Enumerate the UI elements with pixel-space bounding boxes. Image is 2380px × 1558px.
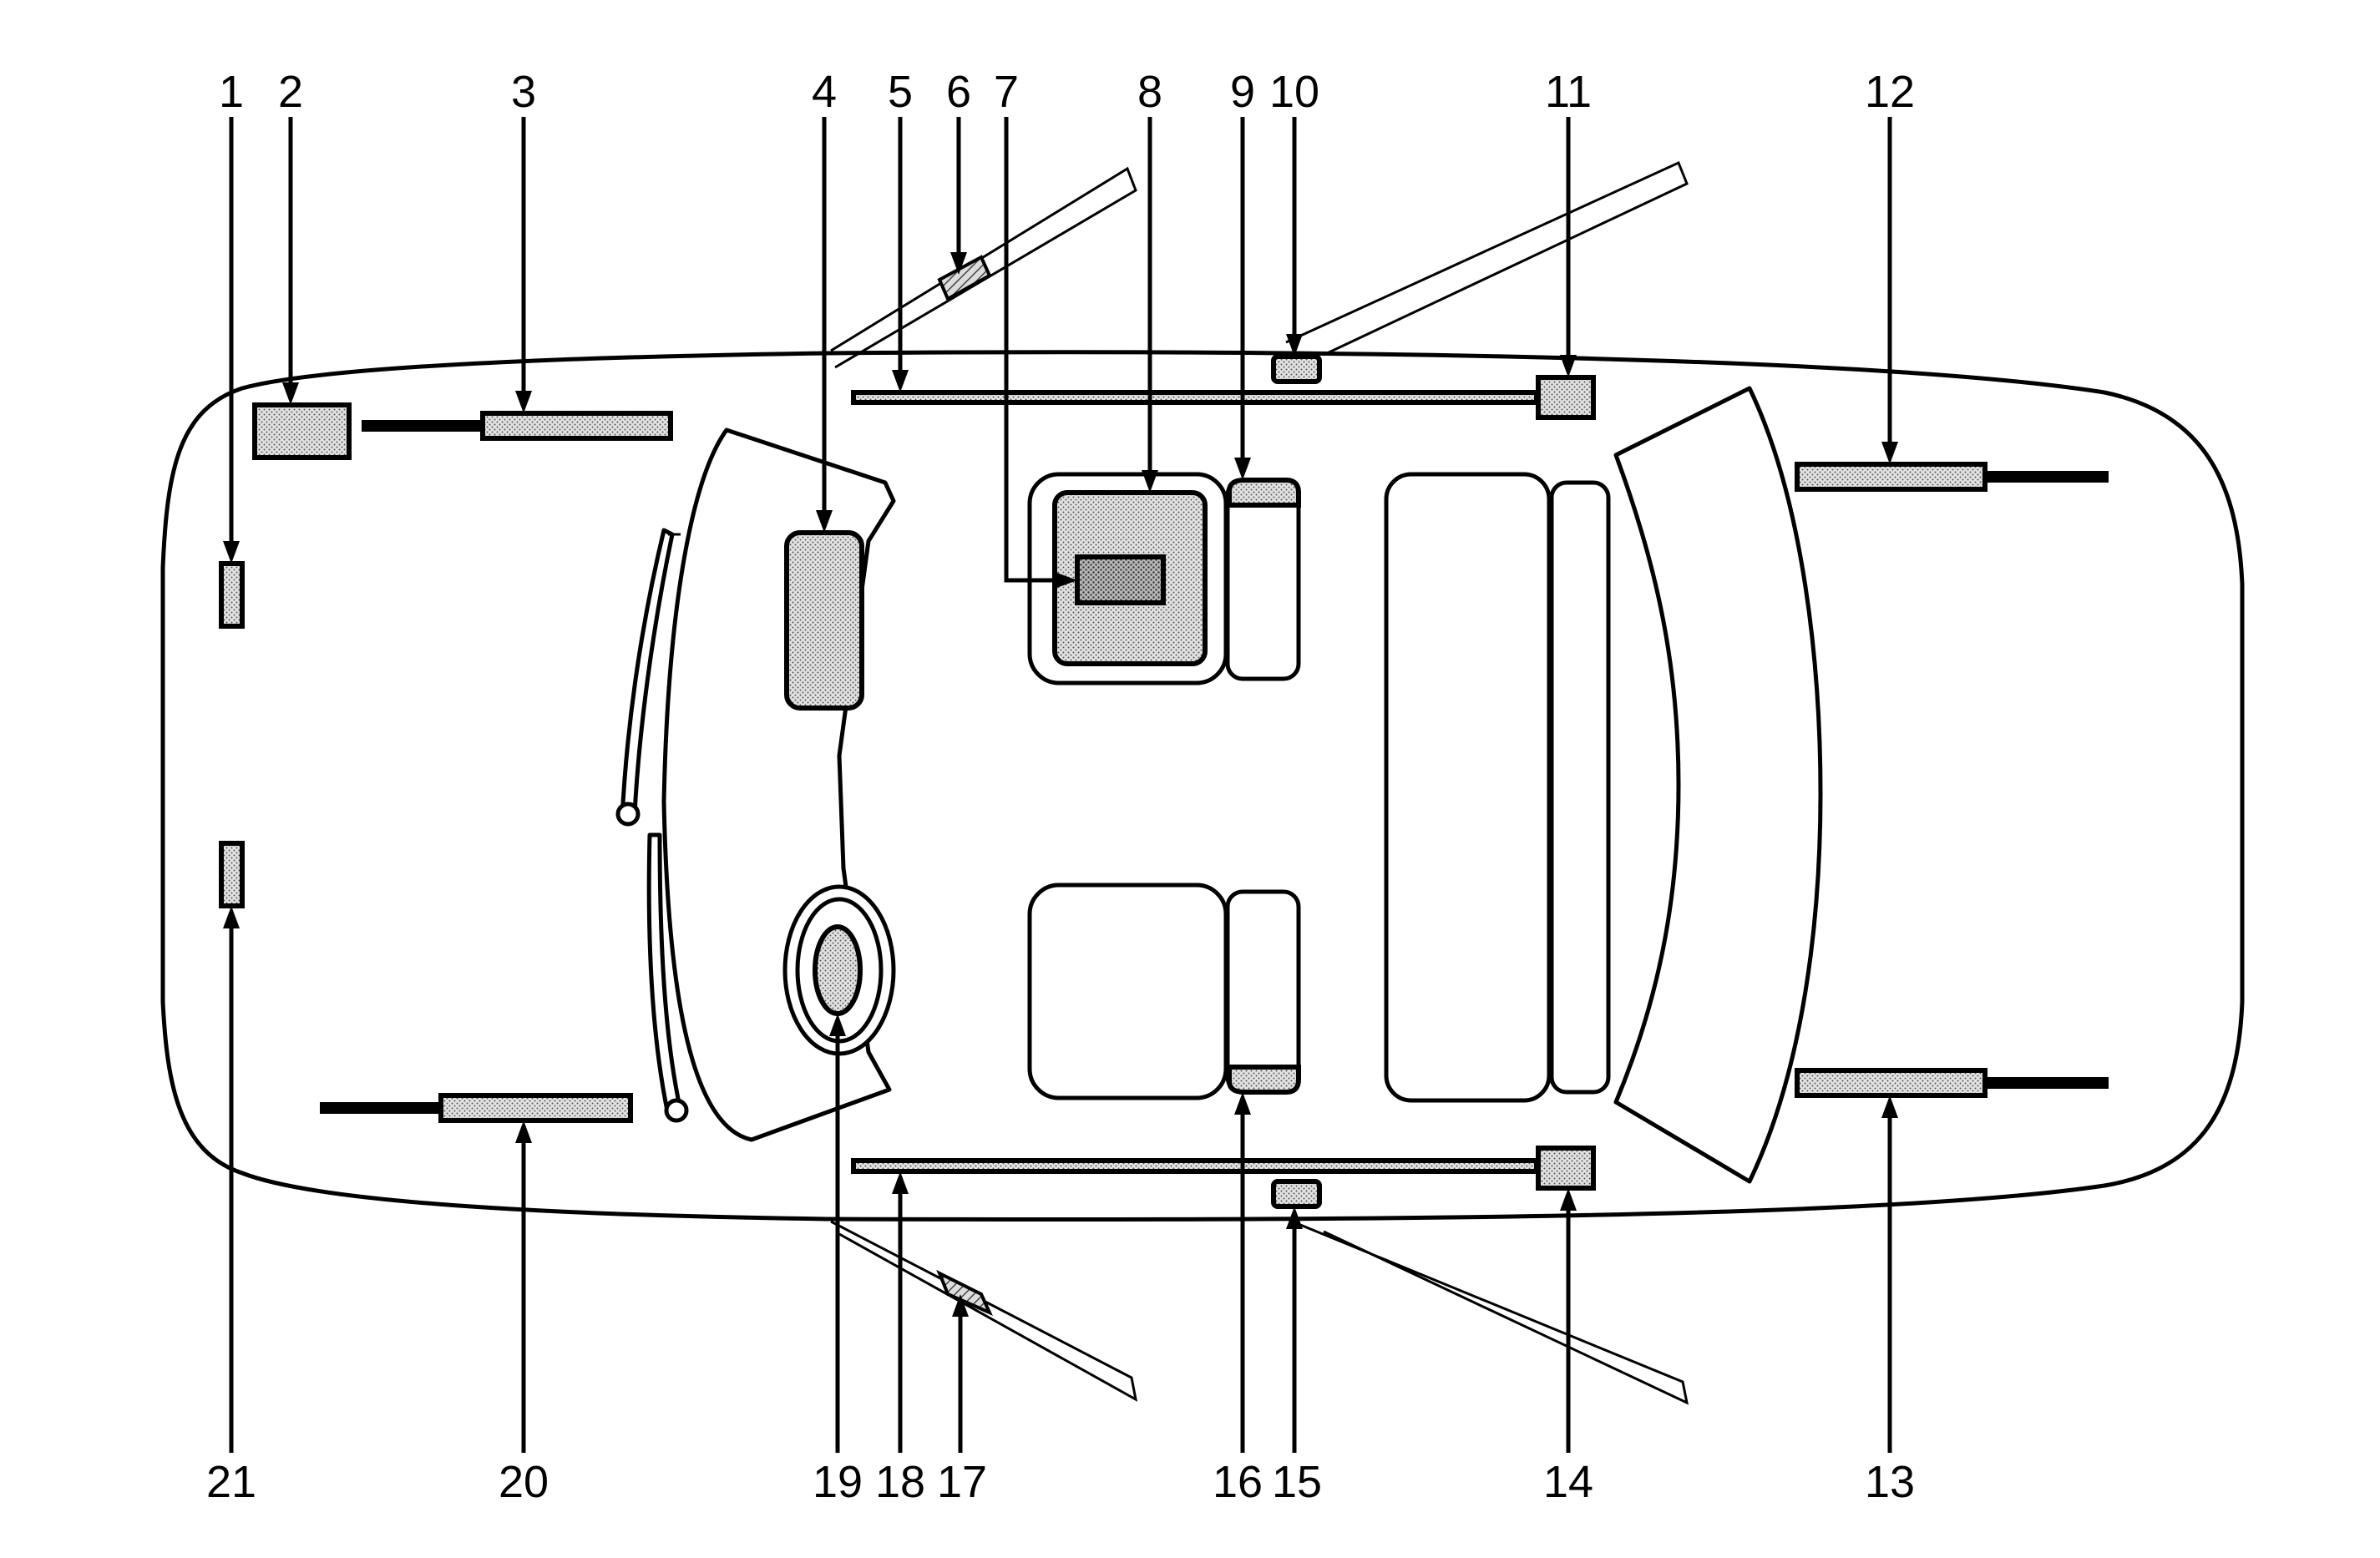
component-6-sensor — [937, 255, 992, 301]
component-19-airbag — [813, 924, 863, 1016]
callout-9: 9 — [1230, 67, 1255, 117]
callout-17: 17 — [937, 1457, 987, 1507]
callout-15: 15 — [1272, 1457, 1322, 1507]
component-12-sensor — [1795, 462, 1988, 492]
vehicle-body — [160, 350, 2245, 1222]
callout-12: 12 — [1865, 67, 1915, 117]
callout-6: 6 — [946, 67, 971, 117]
leader-lines — [223, 117, 1898, 1453]
callout-18: 18 — [875, 1457, 925, 1507]
callout-10: 10 — [1269, 67, 1319, 117]
component-14-module — [1536, 1146, 1596, 1191]
component-1-sensor — [219, 561, 245, 629]
driver-seat — [1027, 883, 1301, 1100]
component-16-bolster — [1227, 1065, 1301, 1095]
callout-1: 1 — [219, 67, 244, 117]
component-13-sensor — [1795, 1068, 1988, 1098]
callout-19: 19 — [813, 1457, 863, 1507]
component-4-airbag — [784, 530, 864, 711]
callout-21: 21 — [206, 1457, 256, 1507]
component-21-sensor — [219, 841, 245, 908]
callout-4: 4 — [812, 67, 837, 117]
component-2-module — [252, 402, 352, 460]
rear-window — [1613, 386, 1823, 1184]
callout-2: 2 — [278, 67, 303, 117]
component-10-sensor — [1271, 354, 1322, 384]
callout-20: 20 — [499, 1457, 549, 1507]
callout-8: 8 — [1137, 67, 1162, 117]
rear-bench-seat — [1384, 472, 1611, 1103]
callout-16: 16 — [1213, 1457, 1263, 1507]
component-18-curtain — [851, 1158, 1539, 1174]
callout-5: 5 — [888, 67, 913, 117]
component-15-sensor — [1271, 1179, 1322, 1209]
callout-14: 14 — [1543, 1457, 1593, 1507]
component-5-curtain — [851, 390, 1539, 405]
component-17-sensor — [936, 1269, 993, 1316]
component-20-sensor — [438, 1093, 633, 1123]
callout-7: 7 — [994, 67, 1019, 117]
callout-labels: 1 2 3 4 5 6 7 8 9 10 11 12 13 14 15 16 1… — [206, 67, 1915, 1507]
callout-3: 3 — [511, 67, 536, 117]
component-7-sensor — [1075, 554, 1166, 605]
callout-13: 13 — [1865, 1457, 1915, 1507]
component-11-module — [1536, 375, 1596, 420]
callout-11: 11 — [1545, 67, 1592, 117]
component-3-sensor — [480, 411, 673, 441]
component-9-bolster — [1227, 478, 1301, 508]
